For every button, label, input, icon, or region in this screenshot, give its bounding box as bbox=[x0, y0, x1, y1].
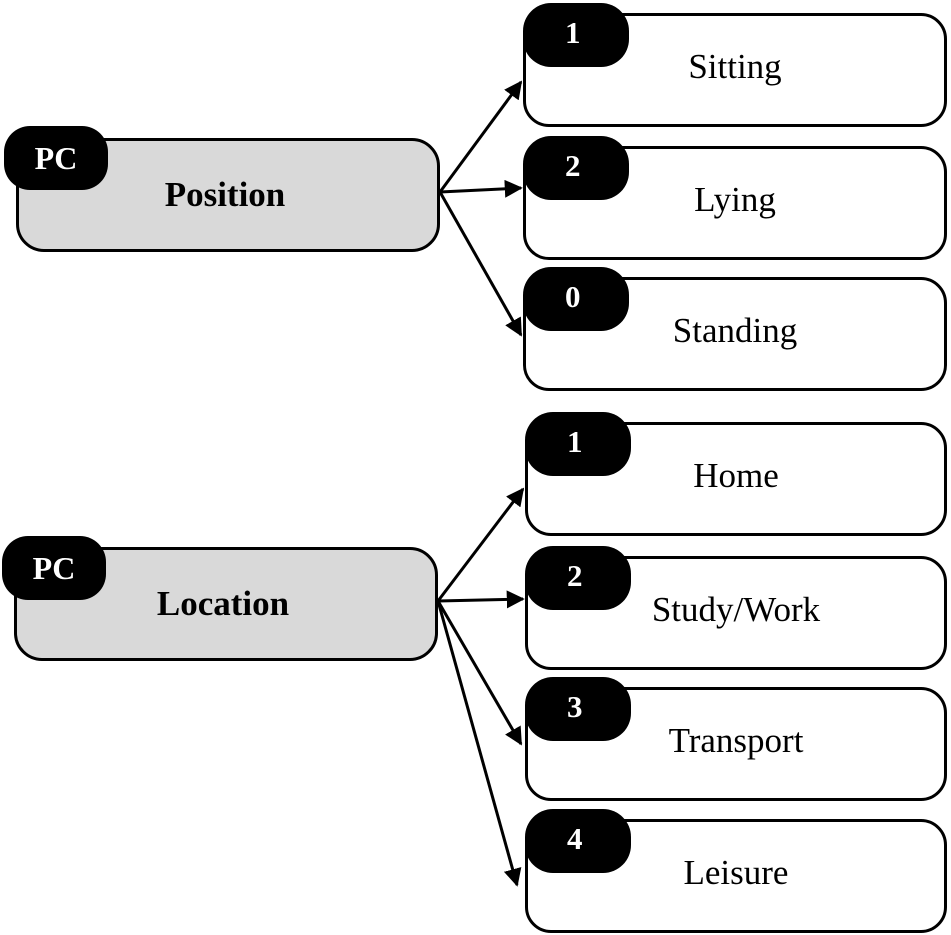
location-pc-badge: PC bbox=[2, 536, 106, 600]
code-label: 4 bbox=[567, 821, 583, 856]
position-pc-badge: PC bbox=[4, 126, 108, 190]
option-label: Sitting bbox=[688, 47, 782, 86]
code-label: 2 bbox=[567, 558, 583, 593]
arrow-location-transport bbox=[436, 600, 523, 746]
arrow-position-standing bbox=[438, 191, 523, 337]
code-label: 3 bbox=[567, 689, 583, 724]
option-label: Transport bbox=[668, 721, 804, 760]
code-label: 2 bbox=[565, 148, 581, 183]
option-label: Study/Work bbox=[651, 590, 821, 629]
option-label: Home bbox=[693, 456, 779, 495]
code-badge: 3 bbox=[525, 677, 631, 741]
code-badge: 1 bbox=[525, 412, 631, 476]
code-label: 1 bbox=[567, 424, 583, 459]
code-badge: 2 bbox=[525, 546, 631, 610]
position-badge-label: PC bbox=[34, 139, 78, 176]
code-label: 1 bbox=[565, 15, 581, 50]
option-leisure: Leisure bbox=[525, 819, 947, 933]
arrow-location-studywork bbox=[437, 590, 525, 609]
arrow-position-lying bbox=[439, 179, 523, 198]
location-title: Location bbox=[156, 584, 290, 623]
location-badge-label: PC bbox=[32, 549, 76, 586]
option-label: Standing bbox=[672, 311, 798, 350]
arrow-position-sitting bbox=[438, 80, 523, 193]
code-badge: 4 bbox=[525, 809, 631, 873]
option-label: Leisure bbox=[683, 853, 789, 892]
code-badge: 2 bbox=[523, 136, 629, 200]
code-badge: 1 bbox=[523, 3, 629, 67]
arrow-location-leisure bbox=[436, 600, 522, 887]
code-label: 0 bbox=[565, 279, 581, 314]
code-badge: 0 bbox=[523, 267, 629, 331]
arrow-location-home bbox=[436, 487, 525, 602]
position-title: Position bbox=[164, 175, 286, 214]
position-node: Position bbox=[16, 138, 440, 252]
option-label: Lying bbox=[694, 180, 776, 219]
